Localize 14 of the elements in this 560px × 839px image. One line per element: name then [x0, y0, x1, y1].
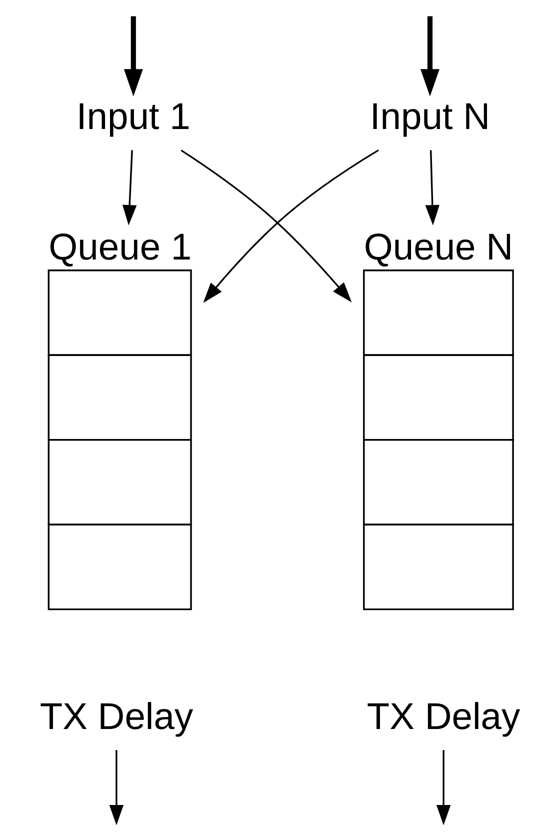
node-text: TX Delay [366, 694, 520, 737]
arrow [109, 750, 124, 826]
node-label: Queue 1 [48, 226, 192, 268]
node-text: Input 1 [76, 95, 190, 138]
node-label: Queue N [364, 226, 514, 268]
node-text: Input N [370, 95, 490, 138]
node-text: TX Delay [40, 694, 194, 737]
arrow [425, 150, 440, 226]
arrow [122, 150, 137, 226]
arrow [180, 150, 352, 302]
arrow [124, 16, 143, 96]
arrow [436, 750, 451, 826]
arrow [203, 149, 379, 303]
arrow [420, 16, 440, 96]
